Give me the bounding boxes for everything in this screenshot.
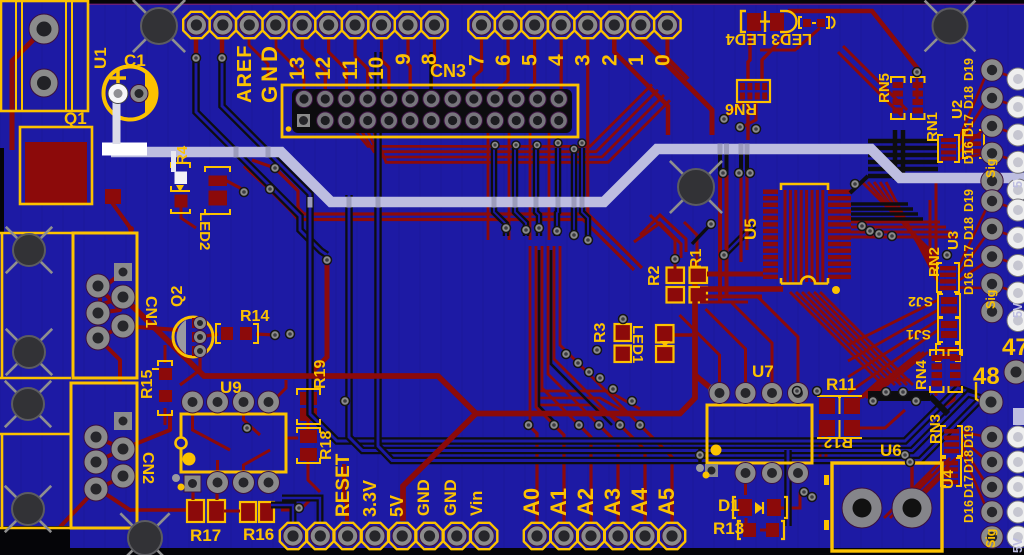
svg-text:RESET: RESET xyxy=(333,453,354,517)
svg-text:RN1: RN1 xyxy=(924,112,941,142)
svg-text:GND: GND xyxy=(415,479,433,516)
svg-text:U1: U1 xyxy=(91,47,110,69)
svg-text:GND: GND xyxy=(257,42,282,103)
svg-text:RN6: RN6 xyxy=(725,100,757,117)
svg-text:A5: A5 xyxy=(654,488,679,516)
svg-text:D19: D19 xyxy=(962,58,976,81)
svg-text:D1: D1 xyxy=(718,496,740,515)
svg-text:R1: R1 xyxy=(688,248,705,269)
svg-text:SJ1: SJ1 xyxy=(906,327,931,343)
svg-text:4: 4 xyxy=(545,54,568,66)
svg-text:R3: R3 xyxy=(592,322,609,343)
svg-text:R13: R13 xyxy=(713,519,744,538)
svg-text:A0: A0 xyxy=(519,488,544,516)
svg-text:48: 48 xyxy=(973,363,1000,390)
svg-text:C1: C1 xyxy=(124,51,146,70)
svg-text:5V: 5V xyxy=(387,495,407,517)
svg-text:U2: U2 xyxy=(949,100,966,119)
svg-text:CN1: CN1 xyxy=(142,296,159,328)
svg-text:GND: GND xyxy=(442,479,460,516)
svg-text:RN3: RN3 xyxy=(927,414,944,444)
svg-text:CN3: CN3 xyxy=(430,61,466,81)
svg-text:11: 11 xyxy=(339,57,362,80)
svg-text:3.3V: 3.3V xyxy=(360,480,380,517)
svg-text:RN5: RN5 xyxy=(876,73,893,103)
svg-text:R4: R4 xyxy=(174,145,191,165)
svg-text:D16: D16 xyxy=(962,141,976,164)
svg-text:Sig: Sig xyxy=(984,290,998,309)
svg-text:D19: D19 xyxy=(962,189,976,212)
svg-text:D18: D18 xyxy=(962,86,976,109)
svg-text:9: 9 xyxy=(392,53,415,65)
svg-text:R18: R18 xyxy=(318,431,335,460)
svg-text:R16: R16 xyxy=(243,525,274,544)
svg-text:D17: D17 xyxy=(962,475,976,498)
svg-text:Sig: Sig xyxy=(984,529,998,548)
svg-text:U6: U6 xyxy=(880,441,902,460)
svg-text:R19: R19 xyxy=(312,360,329,389)
svg-text:5V: 5V xyxy=(1011,302,1024,318)
svg-text:0: 0 xyxy=(651,54,674,66)
svg-text:U4: U4 xyxy=(940,469,957,489)
svg-text:R2: R2 xyxy=(646,265,663,286)
svg-text:D19: D19 xyxy=(962,425,976,448)
svg-text:2: 2 xyxy=(598,54,621,66)
svg-text:U3: U3 xyxy=(945,231,962,250)
svg-text:Q1: Q1 xyxy=(64,109,87,128)
svg-text:R14: R14 xyxy=(240,308,269,325)
svg-text:Sig: Sig xyxy=(984,159,998,178)
svg-text:7: 7 xyxy=(466,54,489,66)
svg-text:AREF: AREF xyxy=(234,45,256,103)
svg-text:D16: D16 xyxy=(962,272,976,295)
svg-text:5: 5 xyxy=(519,54,542,66)
svg-text:CN2: CN2 xyxy=(139,452,156,484)
svg-text:Vin: Vin xyxy=(468,491,486,516)
svg-text:A2: A2 xyxy=(573,488,598,516)
svg-text:1: 1 xyxy=(625,54,648,66)
svg-text:10: 10 xyxy=(365,57,388,80)
svg-text:D16: D16 xyxy=(962,500,976,523)
svg-text:R15: R15 xyxy=(139,370,156,399)
svg-text:RN2: RN2 xyxy=(926,247,943,277)
svg-text:12: 12 xyxy=(312,57,335,80)
svg-text:U7: U7 xyxy=(752,362,774,381)
svg-text:6: 6 xyxy=(492,54,515,66)
svg-text:8: 8 xyxy=(418,53,441,65)
svg-text:U5: U5 xyxy=(741,218,760,240)
svg-text:R12: R12 xyxy=(824,433,853,450)
svg-text:SJ2: SJ2 xyxy=(908,294,933,310)
svg-text:Q2: Q2 xyxy=(169,286,186,307)
svg-text:D18: D18 xyxy=(962,217,976,240)
svg-text:A1: A1 xyxy=(546,488,571,516)
svg-text:LED1: LED1 xyxy=(629,325,646,363)
svg-text:A4: A4 xyxy=(627,487,652,516)
svg-text:47: 47 xyxy=(1002,334,1024,361)
svg-text:LED2: LED2 xyxy=(196,212,213,250)
svg-text:R17: R17 xyxy=(190,526,221,545)
svg-text:LED3 LED4: LED3 LED4 xyxy=(726,30,812,47)
svg-text:D17: D17 xyxy=(962,114,976,137)
svg-text:R11: R11 xyxy=(826,375,856,394)
svg-text:A3: A3 xyxy=(600,488,625,516)
svg-text:3: 3 xyxy=(572,54,595,66)
svg-text:5V: 5V xyxy=(1011,172,1024,188)
svg-text:5V: 5V xyxy=(1011,537,1024,553)
svg-text:D17: D17 xyxy=(962,245,976,268)
svg-text:13: 13 xyxy=(286,57,309,80)
svg-text:D18: D18 xyxy=(962,450,976,473)
svg-text:RN4: RN4 xyxy=(913,359,930,390)
svg-text:U9: U9 xyxy=(220,378,242,397)
